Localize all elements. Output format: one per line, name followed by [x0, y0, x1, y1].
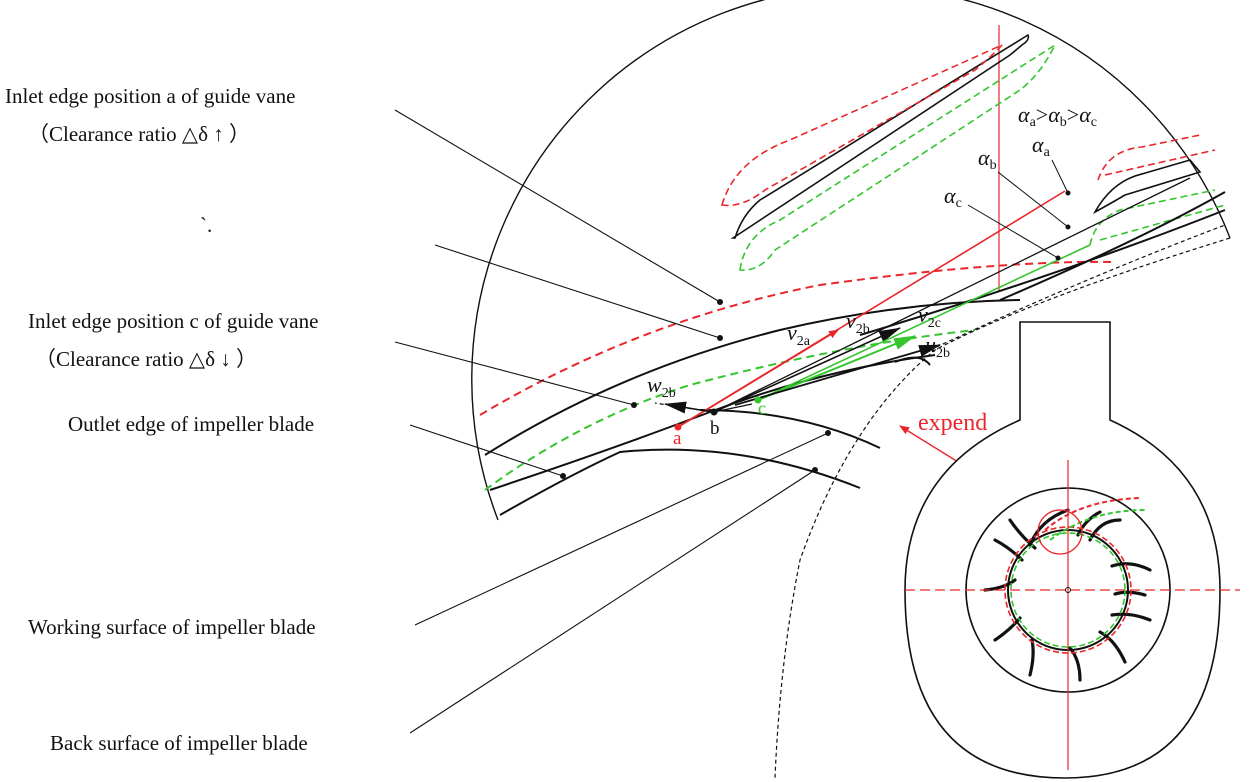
angle-leader-lines	[967, 159, 1069, 259]
point-b-label: b	[710, 418, 720, 439]
label-working-surface: Working surface of impeller blade	[28, 615, 316, 639]
black-dashed-outline	[929, 224, 1226, 351]
magnified-circle-outline	[471, 0, 1231, 521]
callout-dots	[560, 299, 831, 479]
angle-alpha-b: αb	[978, 145, 997, 173]
label-expend: expend	[918, 410, 987, 436]
label-back-surface: Back surface of impeller blade	[50, 731, 308, 755]
point-a	[674, 423, 682, 431]
magnified-boundary-dashed	[774, 237, 1231, 779]
label-inlet-a-line1: Inlet edge position a of guide vane	[5, 84, 295, 108]
pump-overview-inset	[904, 321, 1240, 779]
velocity-vectors	[654, 177, 1191, 428]
angle-dot-a	[1065, 190, 1071, 196]
angle-dot-c	[1055, 255, 1061, 261]
label-v2a: v2a	[787, 320, 811, 349]
label-inlet-c-line2: （Clearance ratio △δ ↓ ）	[35, 347, 257, 371]
angle-alpha-c: αc	[944, 183, 962, 211]
label-inlet-a-line2: （Clearance ratio △δ ↑ ）	[28, 122, 250, 146]
label-w2b: w2b	[647, 372, 676, 401]
label-inlet-c-line1: Inlet edge position c of guide vane	[28, 309, 318, 333]
angle-relation: αa>αb>αc	[1018, 102, 1097, 130]
angle-alpha-a: αa	[1032, 132, 1051, 160]
callout-leaders	[394, 109, 829, 734]
point-c-label: c	[758, 398, 766, 418]
label-v2b: v2b	[846, 308, 870, 337]
point-a-label: a	[673, 428, 682, 449]
label-outlet-edge: Outlet edge of impeller blade	[68, 412, 314, 436]
stray-mark: `.	[200, 213, 212, 237]
label-u2b: u2b	[925, 332, 950, 361]
angle-dot-b	[1065, 224, 1071, 230]
label-v2c: v2c	[918, 302, 941, 331]
point-c	[754, 396, 762, 404]
point-b	[710, 408, 718, 416]
guide-vane-upper	[720, 33, 1058, 271]
inlet-edge-arc-a	[479, 260, 1116, 416]
